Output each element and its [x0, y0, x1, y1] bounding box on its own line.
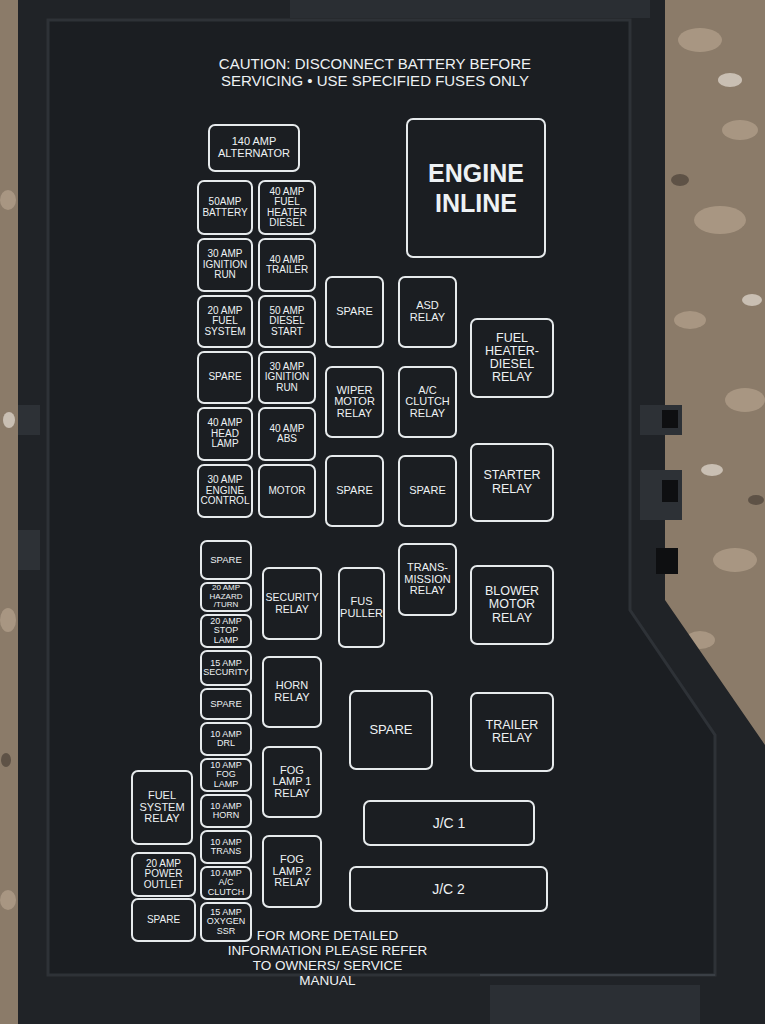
relay-slot: ASD RELAY — [398, 276, 457, 348]
fuse-slot: 10 AMP FOG LAMP — [200, 758, 252, 792]
fuse-slot: 30 AMP IGNITION RUN — [197, 238, 253, 292]
relay-slot: SPARE — [325, 455, 384, 527]
fuse-slot: SPARE — [131, 898, 196, 942]
slot-label: 15 AMP SECURITY — [203, 659, 249, 678]
fuse-slot: 20 AMP POWER OUTLET — [131, 852, 196, 897]
slot-label: FOG LAMP 2 RELAY — [266, 854, 318, 889]
slot-label: 20 AMP STOP LAMP — [204, 617, 248, 645]
printed-note: CAUTION: DISCONNECT BATTERY BEFORE SERVI… — [215, 56, 535, 90]
slot-label: A/C CLUTCH RELAY — [402, 385, 453, 420]
printed-note: FOR MORE DETAILED INFORMATION PLEASE REF… — [225, 928, 430, 988]
fuse-slot: 10 AMP DRL — [200, 722, 252, 756]
slot-label: SPARE — [409, 485, 445, 497]
slot-label: FUS PULLER — [340, 596, 383, 619]
slot-label: SPARE — [210, 699, 242, 709]
relay-slot: FOG LAMP 2 RELAY — [262, 835, 322, 908]
slot-label: 40 AMP FUEL HEATER DIESEL — [262, 187, 312, 229]
slot-label: SPARE — [336, 306, 372, 318]
slot-label: TRAILER RELAY — [474, 719, 550, 745]
slot-label: 10 AMP A/C CLUTCH — [204, 869, 248, 897]
slot-label: 10 AMP HORN — [204, 802, 248, 821]
fuse-slot: 40 AMP ABS — [258, 407, 316, 461]
slot-label: 15 AMP OXYGEN SSR — [204, 908, 248, 936]
fuse-slot: SPARE — [197, 351, 253, 404]
slot-label: SPARE — [147, 915, 180, 926]
relay-slot: A/C CLUTCH RELAY — [398, 366, 457, 438]
relay-slot: SPARE — [325, 276, 384, 348]
fuse-slot: 15 AMP SECURITY — [200, 650, 252, 686]
relay-slot: FUEL SYSTEM RELAY — [131, 770, 193, 845]
fuse-slot: 40 AMP FUEL HEATER DIESEL — [258, 180, 316, 235]
slot-label: 20 AMP HAZARD /TURN — [204, 584, 248, 609]
slot-label: 30 AMP IGNITION RUN — [201, 249, 249, 281]
relay-slot: SPARE — [398, 455, 457, 527]
relay-slot: WIPER MOTOR RELAY — [325, 366, 384, 438]
slot-label: 40 AMP ABS — [262, 424, 312, 445]
fuse-slot: 30 AMP ENGINE CONTROL — [197, 464, 253, 518]
slot-label: FOG LAMP 1 RELAY — [266, 765, 318, 800]
slot-label: 10 AMP DRL — [204, 730, 248, 749]
fuse-slot: 20 AMP STOP LAMP — [200, 614, 252, 648]
fuse-slot: MOTOR — [258, 464, 316, 518]
relay-slot: TRANS-MISSION RELAY — [398, 543, 457, 616]
slot-label: 40 AMP HEAD LAMP — [201, 418, 249, 450]
slot-label: 30 AMP ENGINE CONTROL — [201, 475, 250, 507]
fuse-slot: 140 AMP ALTERNATOR — [208, 124, 300, 172]
slot-label: 140 AMP ALTERNATOR — [212, 136, 296, 159]
fuse-slot: 10 AMP HORN — [200, 794, 252, 828]
slot-label: HORN RELAY — [266, 680, 318, 703]
fuse-block-outline: J/C 1 — [363, 800, 535, 846]
relay-slot: HORN RELAY — [262, 656, 322, 728]
relay-slot: FOG LAMP 1 RELAY — [262, 746, 322, 818]
slot-label: SPARE — [369, 723, 412, 737]
slot-label: SPARE — [336, 485, 372, 497]
slot-label: FUEL HEATER-DIESEL RELAY — [474, 332, 550, 385]
slot-label: 40 AMP TRAILER — [262, 255, 312, 276]
fuse-slot: SPARE — [200, 688, 252, 720]
relay-slot: BLOWER MOTOR RELAY — [470, 565, 554, 645]
fuse-slot: 20 AMP FUEL SYSTEM — [197, 295, 253, 348]
relay-slot: SECURITY RELAY — [262, 567, 322, 640]
fuse-slot: SPARE — [200, 540, 252, 580]
fuse-slot: 20 AMP HAZARD /TURN — [200, 582, 252, 612]
slot-label: SPARE — [210, 555, 242, 565]
slot-label: 20 AMP POWER OUTLET — [135, 859, 192, 891]
fuse-slot: 50AMP BATTERY — [197, 180, 253, 235]
fuse-slot: 15 AMP OXYGEN SSR — [200, 902, 252, 942]
fuse-slot: 40 AMP HEAD LAMP — [197, 407, 253, 461]
slot-label: ENGINE INLINE — [410, 158, 542, 218]
fuse-slot: 50 AMP DIESEL START — [258, 295, 316, 348]
slot-label: TRANS-MISSION RELAY — [402, 562, 453, 597]
slot-label: 10 AMP TRANS — [204, 838, 248, 857]
relay-slot: FUEL HEATER-DIESEL RELAY — [470, 318, 554, 398]
slot-label: FUEL SYSTEM RELAY — [135, 790, 189, 825]
relay-slot: SPARE — [349, 690, 433, 770]
relay-slot: TRAILER RELAY — [470, 692, 554, 772]
slot-label: BLOWER MOTOR RELAY — [474, 585, 550, 624]
fuse-block-outline: J/C 2 — [349, 866, 548, 912]
slot-label: 20 AMP FUEL SYSTEM — [201, 306, 249, 338]
relay-slot: FUS PULLER — [338, 567, 385, 648]
slot-label: ASD RELAY — [402, 300, 453, 323]
slot-label: J/C 1 — [433, 816, 466, 831]
slot-label: SECURITY RELAY — [266, 592, 319, 614]
relay-slot: STARTER RELAY — [470, 443, 554, 522]
slot-label: SPARE — [208, 372, 241, 383]
fuse-slot: 10 AMP TRANS — [200, 830, 252, 864]
slot-label: 50AMP BATTERY — [201, 197, 249, 218]
fuse-slot: 10 AMP A/C CLUTCH — [200, 866, 252, 900]
slot-label: 10 AMP FOG LAMP — [204, 761, 248, 789]
fuse-block-outline: ENGINE INLINE — [406, 118, 546, 258]
slot-label: J/C 2 — [432, 882, 465, 897]
fuse-slot: 30 AMP IGNITION RUN — [258, 351, 316, 404]
fuse-slot: 40 AMP TRAILER — [258, 238, 316, 292]
slot-label: MOTOR — [268, 486, 305, 497]
slot-label: 50 AMP DIESEL START — [262, 306, 312, 338]
slot-label: 30 AMP IGNITION RUN — [262, 362, 312, 394]
slot-label: STARTER RELAY — [474, 469, 550, 495]
slot-label: WIPER MOTOR RELAY — [329, 385, 380, 420]
